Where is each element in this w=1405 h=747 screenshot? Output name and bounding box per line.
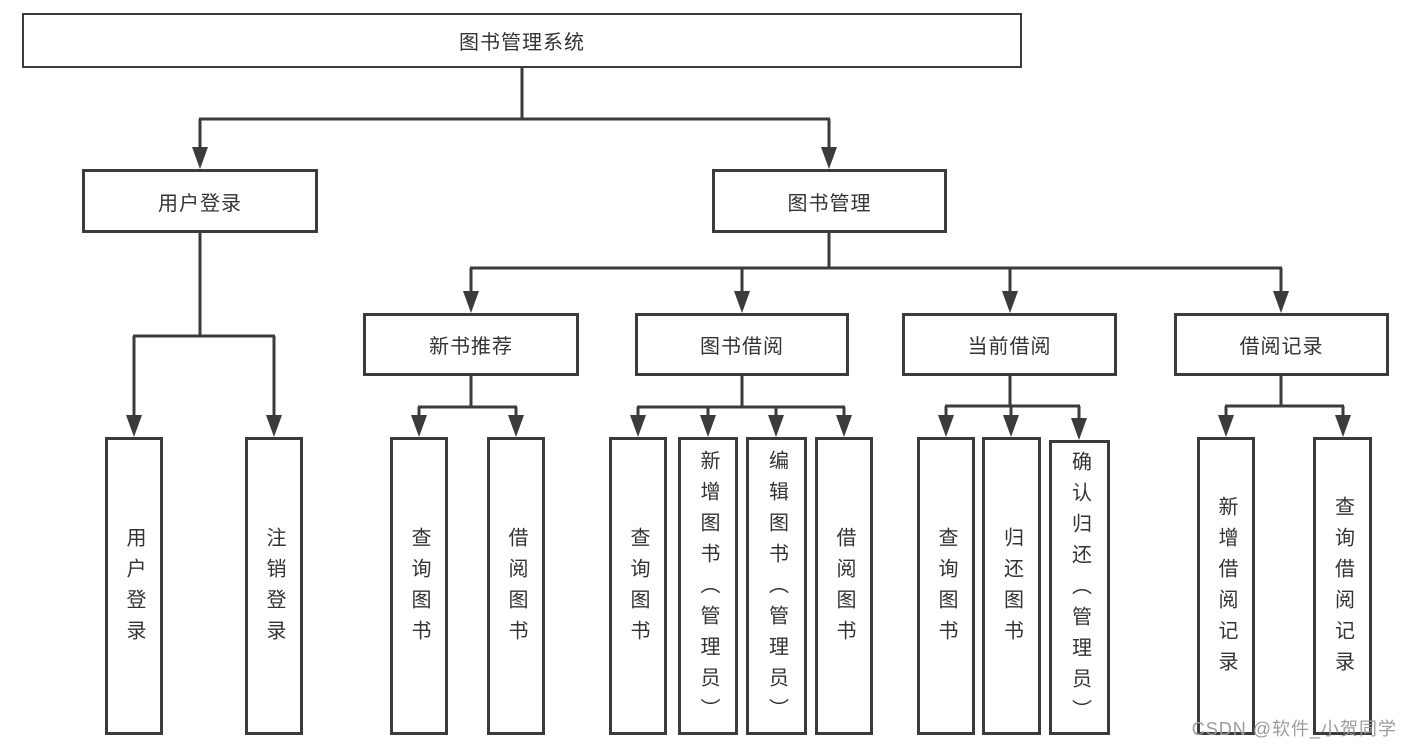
node-leaf-user-login: 用户登录 — [105, 437, 163, 735]
node-leaf-borrow-edit-admin: 编辑图书（管理员） — [746, 437, 807, 735]
watermark: CSDN @软件_小贺同学 — [1191, 719, 1397, 739]
node-library-system: 图书管理系统 — [22, 13, 1022, 68]
node-book-borrow: 图书借阅 — [635, 313, 849, 376]
node-leaf-borrow-add-admin: 新增图书（管理员） — [678, 437, 738, 735]
node-borrow-record: 借阅记录 — [1174, 313, 1389, 376]
node-user-login: 用户登录 — [82, 169, 318, 233]
node-leaf-current-confirm-admin: 确认归还（管理员） — [1049, 440, 1110, 735]
node-new-book-recommend: 新书推荐 — [363, 313, 579, 376]
node-leaf-record-add: 新增借阅记录 — [1197, 437, 1255, 735]
node-book-management: 图书管理 — [712, 169, 947, 233]
node-leaf-current-query: 查询图书 — [917, 437, 975, 735]
node-leaf-newbook-query: 查询图书 — [390, 437, 448, 735]
node-leaf-borrow-borrow: 借阅图书 — [815, 437, 873, 735]
node-leaf-logout: 注销登录 — [245, 437, 303, 735]
node-leaf-newbook-borrow: 借阅图书 — [487, 437, 545, 735]
node-leaf-record-query: 查询借阅记录 — [1313, 437, 1372, 735]
node-leaf-current-return: 归还图书 — [982, 437, 1041, 735]
node-leaf-borrow-query: 查询图书 — [609, 437, 667, 735]
node-current-borrow: 当前借阅 — [902, 313, 1117, 376]
